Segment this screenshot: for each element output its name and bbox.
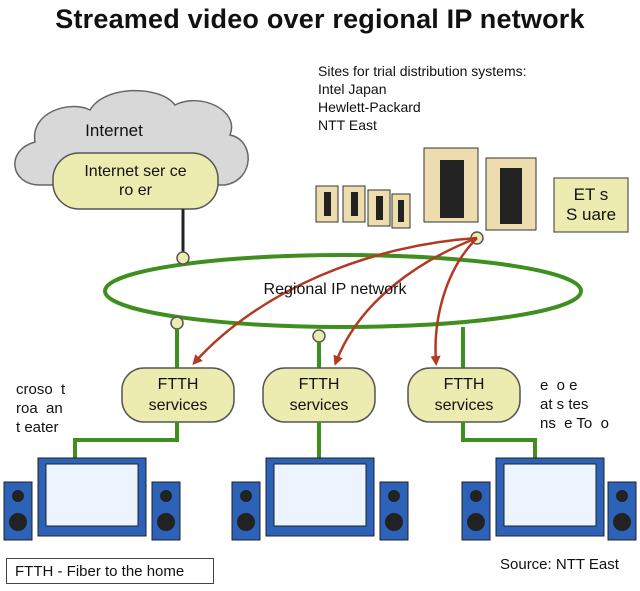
tv-set-icon [3,457,181,541]
isp-node [52,152,219,210]
site-item: NTT East [318,117,377,133]
ring-junction [170,316,184,330]
ring-label: Regional IP network [263,281,407,298]
server-rack-icon [315,185,411,229]
legend-box: FTTH - Fiber to the home [6,558,214,584]
left-text-line: croso t [16,381,66,398]
right-side-text: e o e at s tes ns e To o [540,376,609,433]
ets-label-line2: S uare [565,205,617,224]
ftth-label-line2: services [289,397,349,414]
tv-set-icon [231,457,409,541]
site-item: Hewlett-Packard [318,99,421,115]
ftth-label-line1: FTTH [298,376,340,393]
right-text-line: at s tes [540,396,589,413]
sites-list: Sites for trial distribution systems: In… [318,62,527,134]
isp-label-line2: ro er [119,182,152,199]
ring-junction [176,251,190,265]
ftth-label-line1: FTTH [443,376,485,393]
diagram-title: Streamed video over regional IP network [55,4,585,34]
server-tower-icon [423,147,537,231]
ftth-label-line1: FTTH [157,376,199,393]
internet-label: Internet [85,121,143,140]
ets-box [553,177,629,233]
right-text-line: ns e To o [540,415,609,432]
regional-ring [103,253,583,329]
ftth-label-line2: services [434,397,494,414]
site-item: Intel Japan [318,81,387,97]
right-text-line: e o e [540,377,578,394]
ets-label-line1: ET s [573,185,609,204]
ftth-label-line2: services [148,397,208,414]
tv-set-icon [461,457,637,541]
sites-heading: Sites for trial distribution systems: [318,63,527,79]
ring-junction [312,329,326,343]
isp-label-line1: Internet ser ce [84,163,187,180]
left-side-text: croso t roa an t eater [16,380,65,437]
source-credit: Source: NTT East [500,556,619,573]
left-text-line: roa an [16,400,63,417]
left-text-line: t eater [16,419,59,436]
